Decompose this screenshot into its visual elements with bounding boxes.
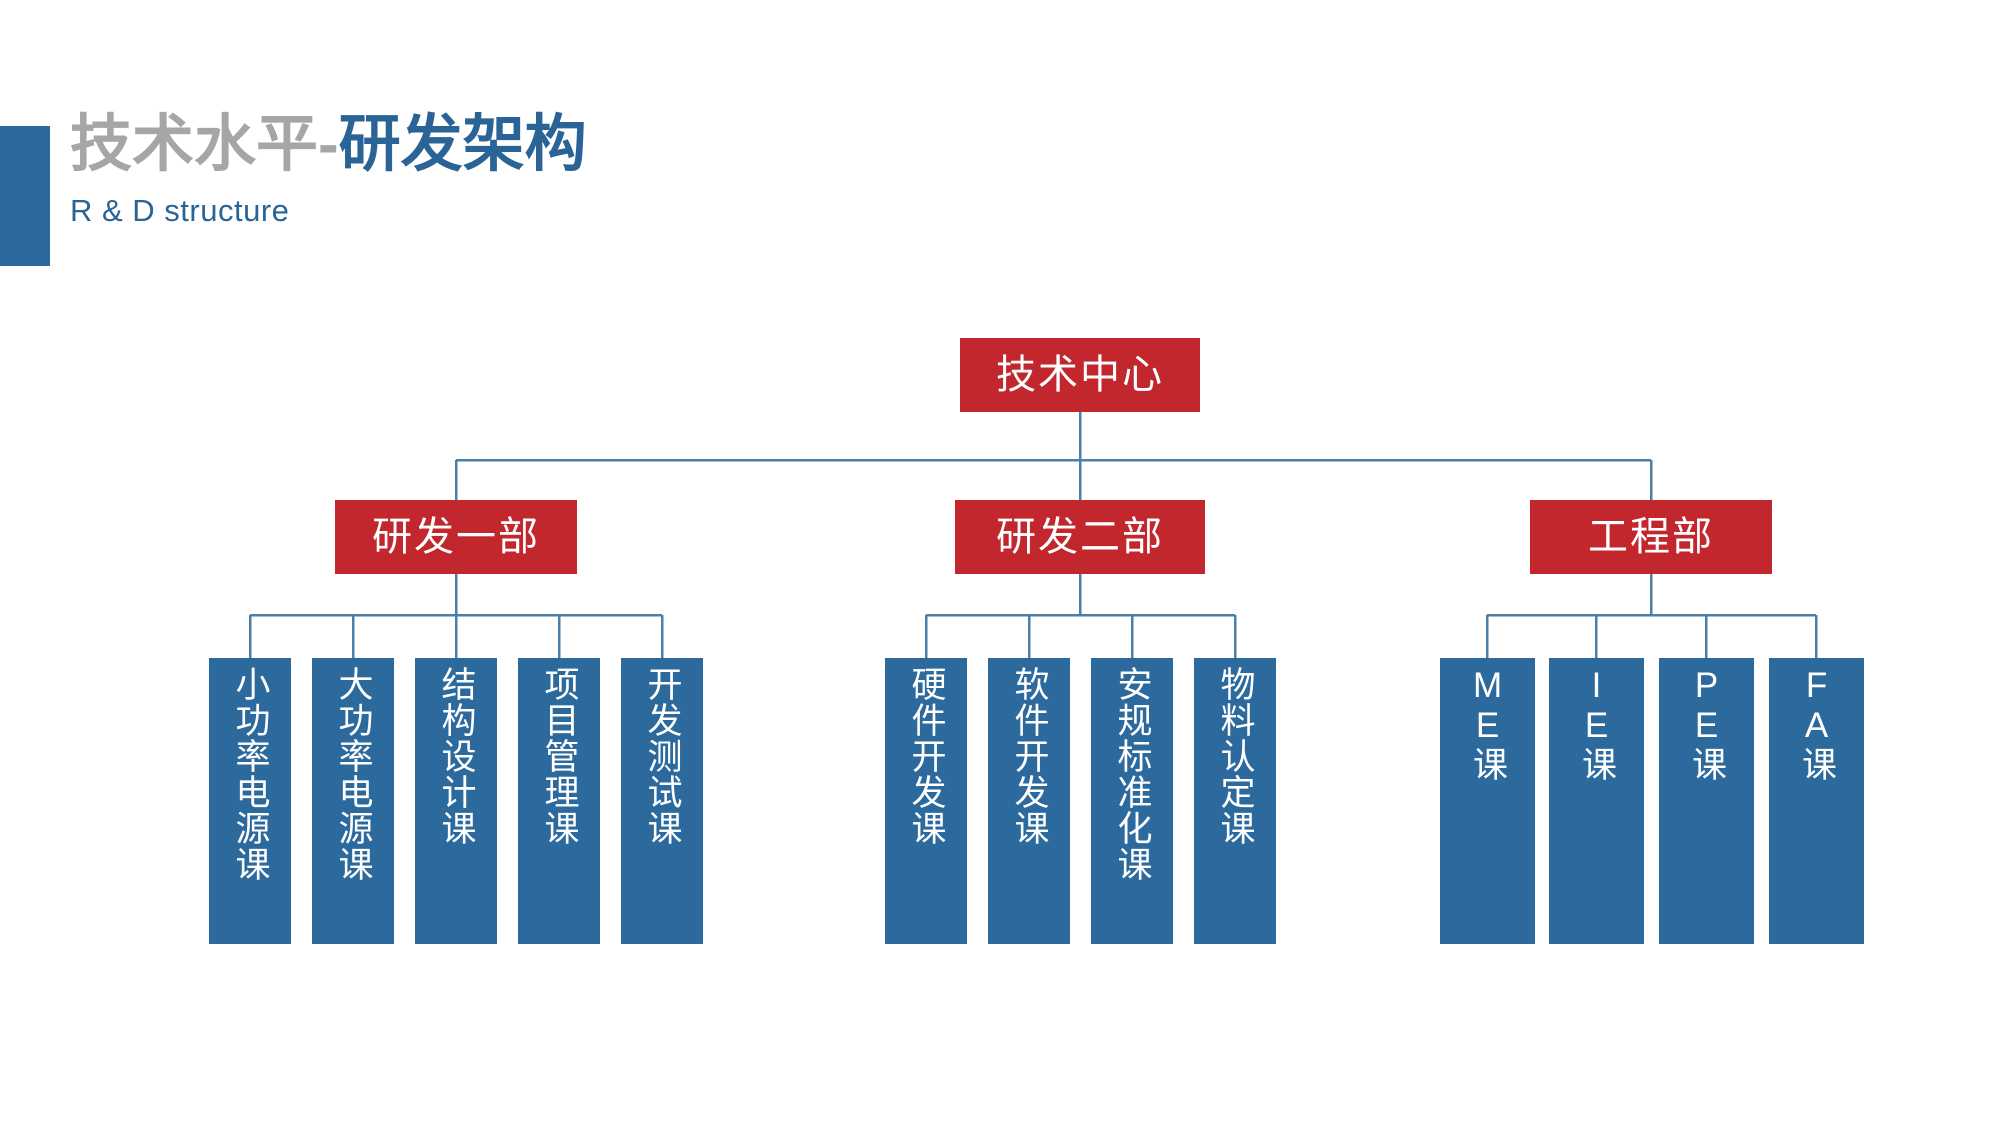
node-section-label: PE课 xyxy=(1687,666,1727,782)
title-block: 技术水平-研发架构 R & D structure xyxy=(70,110,1070,229)
page-title-blue-part: 研发架构 xyxy=(338,110,587,179)
title-accent-bar xyxy=(0,126,50,266)
node-section-small-power-supply[interactable]: 小功率电源课 xyxy=(209,658,291,944)
node-section-hardware-development[interactable]: 硬件开发课 xyxy=(885,658,967,944)
node-dept-rd-1[interactable]: 研发一部 xyxy=(335,500,577,574)
page-title: 技术水平-研发架构 xyxy=(70,110,1070,179)
node-section-safety-standardization[interactable]: 安规标准化课 xyxy=(1091,658,1173,944)
node-section-label: 物料认定课 xyxy=(1215,666,1255,846)
node-section-label: 大功率电源课 xyxy=(333,666,373,882)
node-section-ie[interactable]: IE课 xyxy=(1549,658,1644,944)
node-dept-engineering[interactable]: 工程部 xyxy=(1530,500,1772,574)
node-section-me[interactable]: ME课 xyxy=(1440,658,1535,944)
node-section-label: 安规标准化课 xyxy=(1112,666,1152,882)
page-title-gray-part: 技术水平- xyxy=(70,110,339,179)
node-dept-rd-2[interactable]: 研发二部 xyxy=(955,500,1205,574)
node-section-material-certification[interactable]: 物料认定课 xyxy=(1194,658,1276,944)
node-section-label: IE课 xyxy=(1577,666,1617,782)
node-section-software-development[interactable]: 软件开发课 xyxy=(988,658,1070,944)
node-section-pe[interactable]: PE课 xyxy=(1659,658,1754,944)
node-section-project-management[interactable]: 项目管理课 xyxy=(518,658,600,944)
node-section-development-testing[interactable]: 开发测试课 xyxy=(621,658,703,944)
node-section-label: 软件开发课 xyxy=(1009,666,1049,846)
node-section-label: 小功率电源课 xyxy=(230,666,270,882)
node-section-label: FA课 xyxy=(1797,666,1837,782)
node-section-label: 结构设计课 xyxy=(436,666,476,846)
node-section-label: 开发测试课 xyxy=(642,666,682,846)
node-section-label: 项目管理课 xyxy=(539,666,579,846)
page-subtitle: R & D structure xyxy=(70,192,290,228)
node-root-technology-center[interactable]: 技术中心 xyxy=(960,338,1200,412)
node-section-label: 硬件开发课 xyxy=(906,666,946,846)
node-section-label: ME课 xyxy=(1468,666,1508,782)
node-section-structural-design[interactable]: 结构设计课 xyxy=(415,658,497,944)
node-section-large-power-supply[interactable]: 大功率电源课 xyxy=(312,658,394,944)
node-section-fa[interactable]: FA课 xyxy=(1769,658,1864,944)
